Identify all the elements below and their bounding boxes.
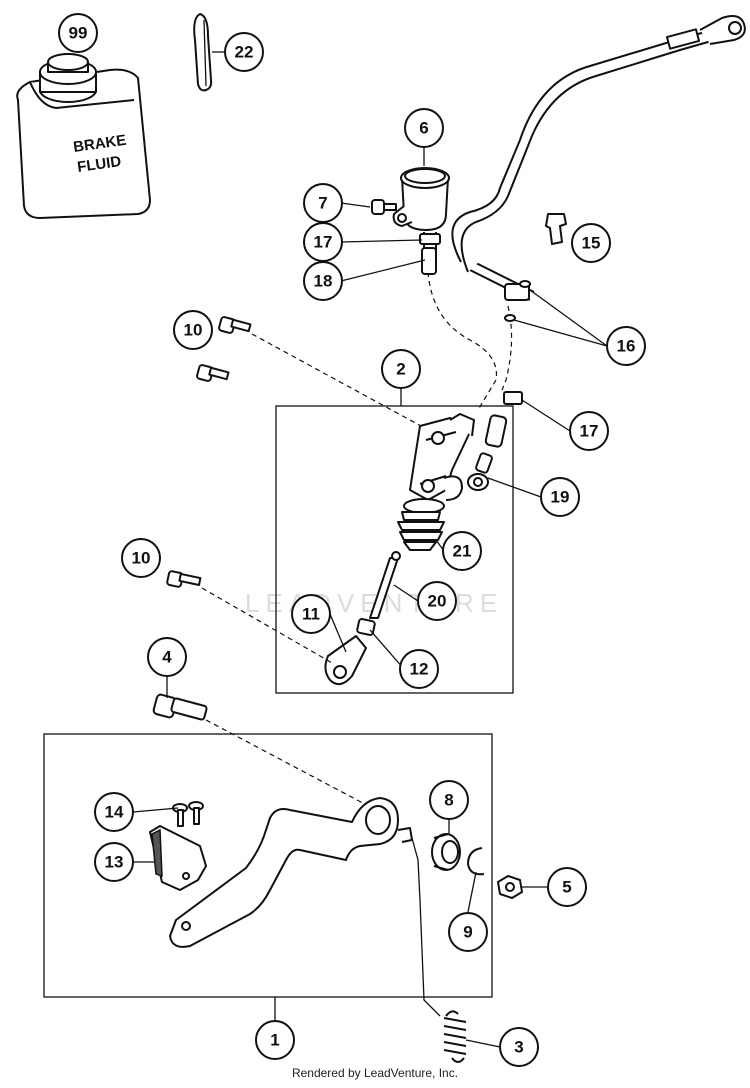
hose-clamp-lower xyxy=(503,391,523,405)
callout-18[interactable]: 18 xyxy=(303,261,343,301)
callout-10-upper[interactable]: 10 xyxy=(173,310,213,350)
assembly-box-2 xyxy=(275,405,514,694)
boot-21 xyxy=(397,511,445,551)
callout-15[interactable]: 15 xyxy=(571,223,611,263)
svg-text:99: 99 xyxy=(69,24,88,43)
master-cylinder xyxy=(403,413,475,514)
callout-3[interactable]: 3 xyxy=(499,1027,539,1067)
brake-hose xyxy=(451,15,746,301)
hose-piece xyxy=(484,414,508,448)
banjo-19 xyxy=(467,452,493,491)
callout-14[interactable]: 14 xyxy=(94,792,134,832)
spring-3 xyxy=(411,837,467,1063)
callout-11[interactable]: 11 xyxy=(291,594,331,634)
svg-text:20: 20 xyxy=(428,592,447,611)
svg-text:19: 19 xyxy=(551,488,570,507)
callout-99[interactable]: 99 xyxy=(58,13,98,53)
callout-21[interactable]: 21 xyxy=(442,531,482,571)
callout-17-upper[interactable]: 17 xyxy=(303,222,343,262)
nut-5 xyxy=(497,875,523,899)
callout-5[interactable]: 5 xyxy=(547,867,587,907)
callout-20[interactable]: 20 xyxy=(417,581,457,621)
svg-text:10: 10 xyxy=(132,549,151,568)
banjo-bolt-15 xyxy=(545,213,567,245)
brake-fluid-bottle: BRAKE FLUID xyxy=(16,53,151,219)
callout-13[interactable]: 13 xyxy=(94,842,134,882)
svg-text:12: 12 xyxy=(410,660,429,679)
callout-19[interactable]: 19 xyxy=(540,477,580,517)
svg-text:15: 15 xyxy=(582,234,601,253)
svg-text:17: 17 xyxy=(580,422,599,441)
screw-7 xyxy=(371,199,397,215)
reservoir xyxy=(392,167,450,251)
clevis-11 xyxy=(324,635,367,686)
hose-stub-18 xyxy=(421,247,437,275)
svg-text:17: 17 xyxy=(314,233,333,252)
leader-lines xyxy=(132,51,608,1048)
callout-22[interactable]: 22 xyxy=(224,32,264,72)
svg-text:11: 11 xyxy=(302,605,320,624)
callout-4[interactable]: 4 xyxy=(147,637,187,677)
bolt-10-lower xyxy=(166,570,202,588)
hose-dash xyxy=(501,305,513,391)
bolt-10-upper xyxy=(196,316,252,382)
washers-16 xyxy=(504,280,531,322)
svg-text:9: 9 xyxy=(463,923,472,942)
svg-text:21: 21 xyxy=(453,542,472,561)
svg-text:8: 8 xyxy=(444,791,453,810)
svg-text:7: 7 xyxy=(318,194,327,213)
svg-text:3: 3 xyxy=(514,1038,523,1057)
callout-7[interactable]: 7 xyxy=(303,183,343,223)
footer-credit: Rendered by LeadVenture, Inc. xyxy=(291,1066,459,1080)
bearing-8 xyxy=(431,833,461,871)
svg-text:13: 13 xyxy=(105,853,124,872)
callout-9[interactable]: 9 xyxy=(448,912,488,952)
callout-12[interactable]: 12 xyxy=(399,649,439,689)
callout-8[interactable]: 8 xyxy=(429,780,469,820)
pivot-bolt-4 xyxy=(152,693,208,721)
svg-text:2: 2 xyxy=(396,360,405,379)
callout-1[interactable]: 1 xyxy=(255,1020,295,1060)
push-rod-20 xyxy=(369,551,401,619)
screw-14 xyxy=(172,801,204,827)
step-plate-13 xyxy=(149,825,207,891)
svg-text:10: 10 xyxy=(184,321,203,340)
reservoir-hose xyxy=(427,271,498,411)
callout-16[interactable]: 16 xyxy=(606,326,646,366)
svg-text:16: 16 xyxy=(617,337,636,356)
svg-text:5: 5 xyxy=(562,878,571,897)
hose-clamp-upper xyxy=(419,233,441,245)
bottle-label-line2: FLUID xyxy=(76,153,122,176)
callout-6[interactable]: 6 xyxy=(404,108,444,148)
callout-2[interactable]: 2 xyxy=(381,349,421,389)
callout-17-lower[interactable]: 17 xyxy=(569,411,609,451)
brake-pedal xyxy=(169,797,413,948)
circlip-9 xyxy=(467,847,485,876)
assembly-box-1 xyxy=(43,733,493,998)
svg-text:14: 14 xyxy=(105,803,124,822)
svg-text:18: 18 xyxy=(314,272,333,291)
svg-text:22: 22 xyxy=(235,43,254,62)
svg-text:1: 1 xyxy=(270,1031,279,1050)
cotter-pin xyxy=(193,13,213,92)
svg-text:6: 6 xyxy=(419,119,428,138)
callout-10-lower[interactable]: 10 xyxy=(121,538,161,578)
svg-text:4: 4 xyxy=(162,648,172,667)
